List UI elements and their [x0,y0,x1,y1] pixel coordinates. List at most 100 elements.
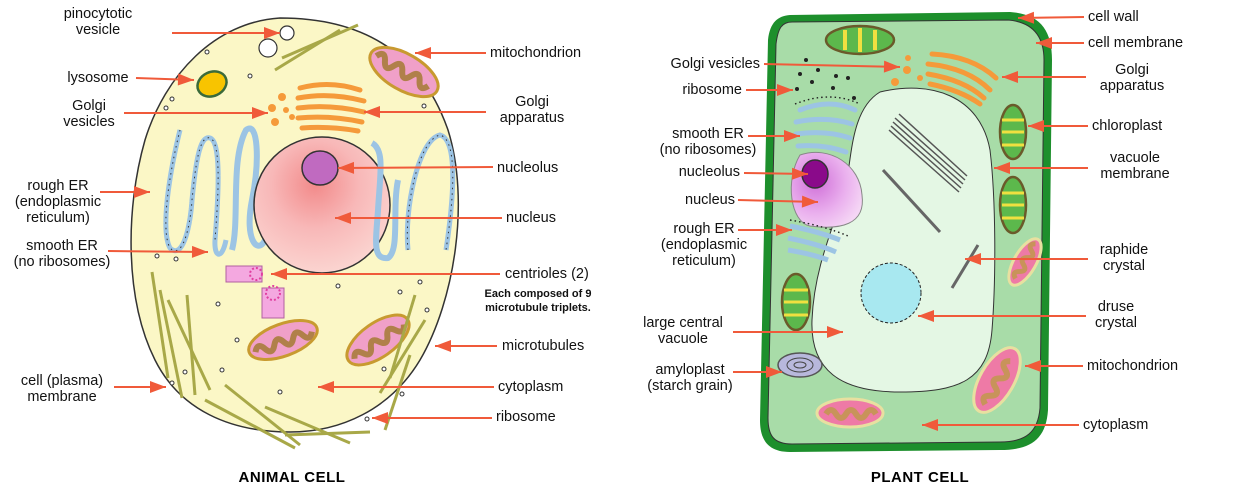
plant-label-nucleus: nucleus [685,192,819,208]
animal-label-text-rough-er-2: reticulum) [26,210,90,226]
animal-label-text-pinocytotic-vesicle-1: vesicle [76,22,120,38]
amyloplast [777,352,823,378]
plant-golgi-vesicles [891,55,923,86]
raphide-crystal [950,244,980,289]
plant-label-text-cell-wall-0: cell wall [1088,9,1139,25]
animal-arrowhead-icon-centrioles [271,268,287,280]
plant-label-text-smooth-er-1: (no ribosomes) [660,142,757,158]
plant-label-text-rough-er-1: (endoplasmic [661,237,747,253]
plant-arrowhead-icon-large-central-vacuole [827,326,843,338]
animal-label-nucleolus: nucleolus [337,160,558,176]
animal-label-text-golgi-apparatus-0: Golgi [515,94,549,110]
plant-label-text-druse-crystal-0: druse [1098,299,1134,315]
plant-label-text-mitochondrion-0: mitochondrion [1087,358,1178,374]
animal-label-text-rough-er-0: rough ER [27,178,88,194]
plant-label-text-large-central-vacuole-1: vacuole [658,331,708,347]
animal-label-text-rough-er-1: (endoplasmic [15,194,101,210]
animal-arrowhead-icon-golgi-vesicles [252,107,268,119]
animal-arrowhead-icon-nucleus [335,212,351,224]
plant-arrowhead-icon-nucleolus [791,167,808,180]
plant-labels: Golgi vesicles ribosome smooth ER(no ribos… [643,9,1183,433]
centriole-note-line-2: microtubule triplets. [485,302,591,314]
plant-label-text-chloroplast-0: chloroplast [1092,118,1162,134]
plant-smooth-er [793,101,858,155]
plant-cell-title: PLANT CELL [871,469,969,486]
plant-label-cell-wall: cell wall [1017,9,1139,25]
plant-label-text-raphide-crystal-1: crystal [1103,258,1145,274]
nucleolus [301,150,339,186]
animal-arrowhead-icon-mitochondrion [415,47,431,59]
animal-label-text-cytoplasm-0: cytoplasm [498,379,563,395]
chloroplast-top [824,24,896,56]
plant-label-text-cell-membrane-0: cell membrane [1088,35,1183,51]
animal-leader-line-nucleolus [337,166,494,169]
plant-label-text-golgi-apparatus-1: apparatus [1100,78,1165,94]
plant-label-text-smooth-er-0: smooth ER [672,126,744,142]
plant-label-text-large-central-vacuole-0: large central [643,315,723,331]
animal-label-text-cell-plasma-membrane-1: membrane [27,389,96,405]
animal-label-text-golgi-vesicles-0: Golgi [72,98,106,114]
animal-label-text-pinocytotic-vesicle-0: pinocytotic [64,6,133,22]
plant-arrowhead-icon-chloroplast [1028,120,1044,132]
plant-label-text-amyloplast-1: (starch grain) [647,378,732,394]
plant-mitochondrion [972,346,1022,414]
animal-arrowhead-icon-rough-er [134,186,150,198]
animal-label-text-lysosome-0: lysosome [67,70,128,86]
plant-mitochondrion-bottom [815,397,885,429]
plant-label-cytoplasm: cytoplasm [922,417,1148,433]
microtubules-top [274,23,359,72]
animal-label-text-smooth-er-1: (no ribosomes) [14,254,111,270]
plant-label-text-rough-er-0: rough ER [673,221,734,237]
plant-arrowhead-icon-nucleus [801,195,818,208]
centriole-note-line-1: Each composed of 9 [485,288,592,300]
plant-leader-line-golgi-vesicles [763,63,901,68]
plant-arrowhead-icon-rough-er [776,224,792,236]
plant-label-text-nucleus-0: nucleus [685,192,735,208]
plant-label-text-golgi-vesicles-0: Golgi vesicles [671,56,760,72]
plant-label-golgi-vesicles: Golgi vesicles [671,56,901,73]
chloroplast [998,103,1028,161]
animal-label-cytoplasm: cytoplasm [318,379,563,395]
chloroplast-3 [780,272,812,332]
plant-label-cell-membrane: cell membrane [1036,35,1183,51]
plant-label-nucleolus: nucleolus [679,164,809,180]
animal-label-mitochondrion: mitochondrion [415,45,581,61]
animal-label-text-nucleolus-0: nucleolus [497,160,558,176]
animal-arrowhead-icon-cell-plasma-membrane [150,381,166,393]
pinocytotic-vesicle [279,25,295,41]
animal-arrowhead-icon-ribosome [372,412,388,424]
ribosomes [154,49,430,422]
plant-label-amyloplast: amyloplast(starch grain) [647,362,782,394]
plant-label-text-ribosome-0: ribosome [682,82,742,98]
animal-leader-line-smooth-er [107,250,209,253]
plant-arrowhead-icon-cytoplasm [922,419,938,431]
animal-label-text-cell-plasma-membrane-0: cell (plasma) [21,373,103,389]
animal-label-centrioles: centrioles (2) [271,266,589,282]
smooth-er [229,125,268,251]
plant-label-chloroplast: chloroplast [1028,118,1162,134]
animal-label-text-mitochondrion-0: mitochondrion [490,45,581,61]
plant-label-text-vacuole-membrane-0: vacuole [1110,150,1160,166]
plant-label-ribosome: ribosome [682,82,793,98]
animal-label-text-nucleus-0: nucleus [506,210,556,226]
animal-label-smooth-er: smooth ER(no ribosomes) [14,238,209,270]
animal-label-text-centrioles-0: centrioles (2) [505,266,589,282]
plant-arrowhead-icon-druse-crystal [918,310,934,322]
plant-arrowhead-icon-mitochondrion [1025,360,1041,372]
plant-arrowhead-icon-vacuole-membrane [994,162,1010,174]
animal-label-lysosome: lysosome [67,70,195,86]
plant-label-text-raphide-crystal-0: raphide [1100,242,1148,258]
plant-label-text-golgi-apparatus-0: Golgi [1115,62,1149,78]
plant-arrowhead-icon-ribosome [777,84,793,96]
animal-label-cell-plasma-membrane: cell (plasma)membrane [21,373,166,405]
plant-label-text-druse-crystal-1: crystal [1095,315,1137,331]
plant-arrowhead-icon-golgi-apparatus [1002,71,1018,83]
animal-arrowhead-icon-cytoplasm [318,381,334,393]
